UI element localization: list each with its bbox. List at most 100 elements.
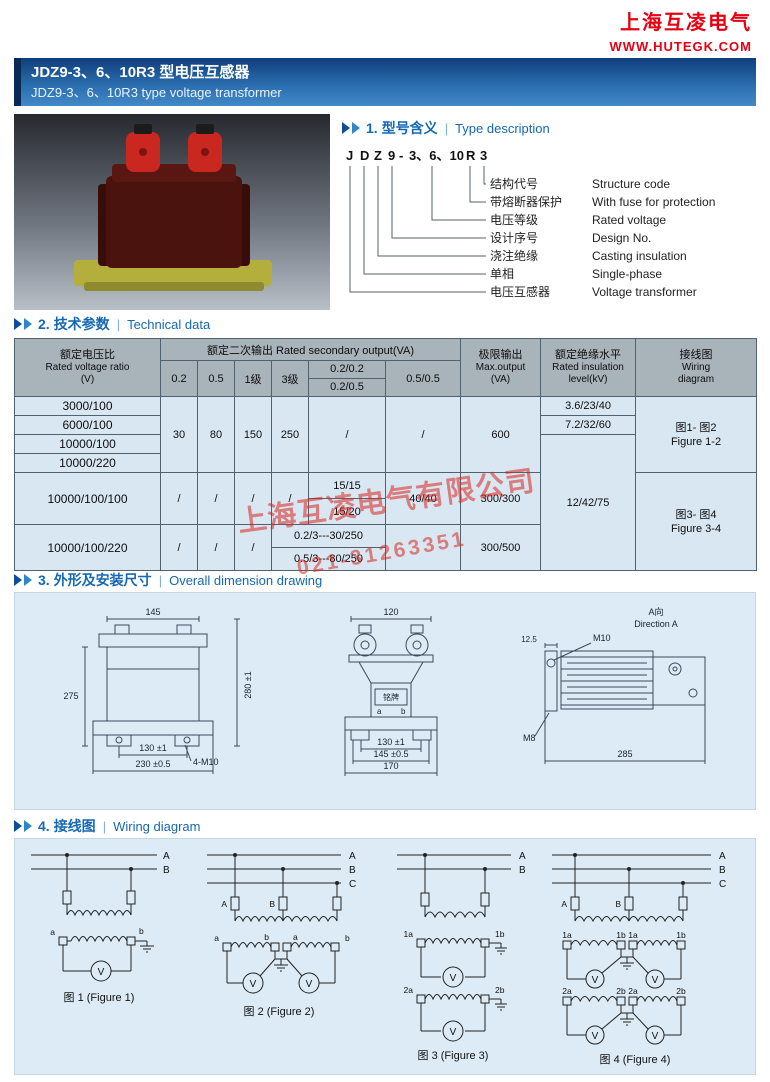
secondary-winding xyxy=(230,942,272,949)
terminal-box xyxy=(58,936,68,946)
wiring-ref-cn: 图3- 图4 xyxy=(675,508,717,521)
model-label-cn: 设计序号 xyxy=(490,230,538,245)
terminal-label: b xyxy=(139,926,144,936)
table-cell-wiring-ref: 图1- 图2 Figure 1-2 xyxy=(635,396,758,473)
page-title-en: JDZ9-3、6、10R3 type voltage transformer xyxy=(31,85,282,100)
table-row: 10000/220 xyxy=(14,453,757,473)
wiring-figure-2: A B C A B a b a xyxy=(207,851,356,1018)
terminal-label: a xyxy=(377,707,382,716)
terminal-box xyxy=(480,938,490,948)
page-title-banner: JDZ9-3、6、10R3 型电压互感器 JDZ9-3、6、10R3 type … xyxy=(14,58,756,106)
fuse-icon xyxy=(278,896,288,911)
terminal-box xyxy=(282,942,292,952)
col-header-class: 0.2 xyxy=(160,360,198,397)
model-char: Z xyxy=(374,148,382,163)
figure-caption: 图 1 (Figure 1) xyxy=(64,991,135,1004)
model-label-cn: 带熔断器保护 xyxy=(490,194,562,209)
phase-label: C xyxy=(349,879,356,890)
model-char: 3 xyxy=(480,148,487,163)
voltmeter-label: V xyxy=(450,973,457,984)
model-label-en: Single-phase xyxy=(592,267,662,281)
product-photo-image xyxy=(14,114,330,310)
fuse-icon xyxy=(624,896,634,911)
voltmeter-icon xyxy=(645,1025,665,1045)
table-row: 3000/100 30 80 150 250 / / 600 3.6/23/40… xyxy=(14,396,758,473)
model-label-en: Voltage transformer xyxy=(592,285,697,299)
front-view-drawing: 145 275 280 ±1 130 ±1 4-M10 230 ±0 xyxy=(63,607,253,774)
col-header-wiring: 接线图 Wiring diagram xyxy=(635,338,758,397)
terminal-label: 2b xyxy=(616,986,626,996)
model-label-cn: 电压等级 xyxy=(490,213,538,227)
col-header-class: 3级 xyxy=(271,360,309,397)
header-text: 0.2/0.5 xyxy=(309,378,385,396)
secondary-winding xyxy=(424,994,482,1001)
terminal-label: 1b xyxy=(495,929,505,939)
table-cell: / xyxy=(160,472,198,525)
table-cell: 15/20 xyxy=(308,498,386,525)
row-label: 10000/100/100 xyxy=(14,472,161,525)
terminal-label: 1a xyxy=(562,930,572,940)
col-header-insulation: 额定绝缘水平 Rated insulation level(kV) xyxy=(540,338,637,397)
section-title-en: Overall dimension drawing xyxy=(169,572,323,588)
dim-label: 130 ±1 xyxy=(139,743,166,753)
section-number: 1. xyxy=(366,120,378,136)
voltmeter-label: V xyxy=(652,975,659,986)
voltmeter-label: V xyxy=(652,1031,659,1042)
terminal-box xyxy=(126,936,136,946)
terminal-label: a xyxy=(214,933,219,943)
fuse-icon xyxy=(230,896,240,911)
table-row: 10000/100/100 / / / / 15/15 40/40 300/30… xyxy=(14,472,758,571)
wiring-figure-4: A B C A B 1a 1b 1a xyxy=(552,851,726,1066)
model-label-en: Structure code xyxy=(592,177,670,191)
model-char: - xyxy=(399,148,403,163)
table-cell: 300/300 xyxy=(460,472,542,525)
secondary-winding xyxy=(636,940,678,947)
type-description-section: 1. 型号含义 | Type description J D Z 9 - 3、6… xyxy=(336,116,756,310)
header-text: 极限输出 xyxy=(478,349,523,361)
terminal-label: A xyxy=(561,899,567,909)
terminal-label: 1b xyxy=(676,930,686,940)
table-cell: / xyxy=(234,472,272,525)
model-label-cn: 结构代号 xyxy=(490,176,538,191)
wiring-figure-1: A B a b V xyxy=(31,851,170,1004)
header-text: Rated insulation xyxy=(552,362,624,373)
model-char: 9 xyxy=(388,148,395,163)
terminal-box xyxy=(562,996,572,1006)
dim-label: 120 xyxy=(383,607,398,617)
terminal-box xyxy=(616,940,626,950)
double-arrow-icon xyxy=(342,122,361,134)
figure-caption: 图 4 (Figure 4) xyxy=(600,1053,671,1066)
header-text: 额定绝缘水平 xyxy=(555,349,622,361)
fuse-icon xyxy=(420,892,430,907)
model-label-cn: 浇注绝缘 xyxy=(490,248,538,263)
double-arrow-icon xyxy=(14,574,33,586)
double-arrow-icon xyxy=(14,318,33,330)
section-title-en: Type description xyxy=(455,120,550,136)
model-char: D xyxy=(360,148,369,163)
primary-winding xyxy=(66,910,132,917)
terminal-label: a xyxy=(293,932,298,942)
ground-icon xyxy=(489,998,507,1011)
terminal-label: b xyxy=(345,933,350,943)
table-row: 0.5/3---80/250 xyxy=(15,547,757,571)
header-text: (V) xyxy=(80,374,95,385)
col-header-class: 0.5 xyxy=(197,360,235,397)
terminal-label: 2a xyxy=(628,986,638,996)
table-cell: / xyxy=(234,524,272,571)
dim-label: M8 xyxy=(523,733,536,743)
primary-winding xyxy=(424,911,486,919)
model-label-en: With fuse for protection xyxy=(592,195,715,209)
section-number: 3. xyxy=(38,572,50,588)
section-1-heading: 1. 型号含义 | Type description xyxy=(342,118,756,138)
ground-icon xyxy=(620,962,634,970)
terminal-box xyxy=(628,940,638,950)
voltmeter-icon xyxy=(242,972,264,994)
section-title-en: Wiring diagram xyxy=(113,818,201,834)
model-code-diagram: J D Z 9 - 3、6、10 R 3 结构代号 Structure code… xyxy=(346,148,715,299)
ground-icon xyxy=(274,964,288,972)
table-cell: / xyxy=(308,396,386,473)
figure-caption: 图 3 (Figure 3) xyxy=(418,1049,489,1062)
terminal-box xyxy=(616,996,626,1006)
dim-label: 12.5 xyxy=(521,635,537,644)
dim-label: 285 xyxy=(617,749,632,759)
